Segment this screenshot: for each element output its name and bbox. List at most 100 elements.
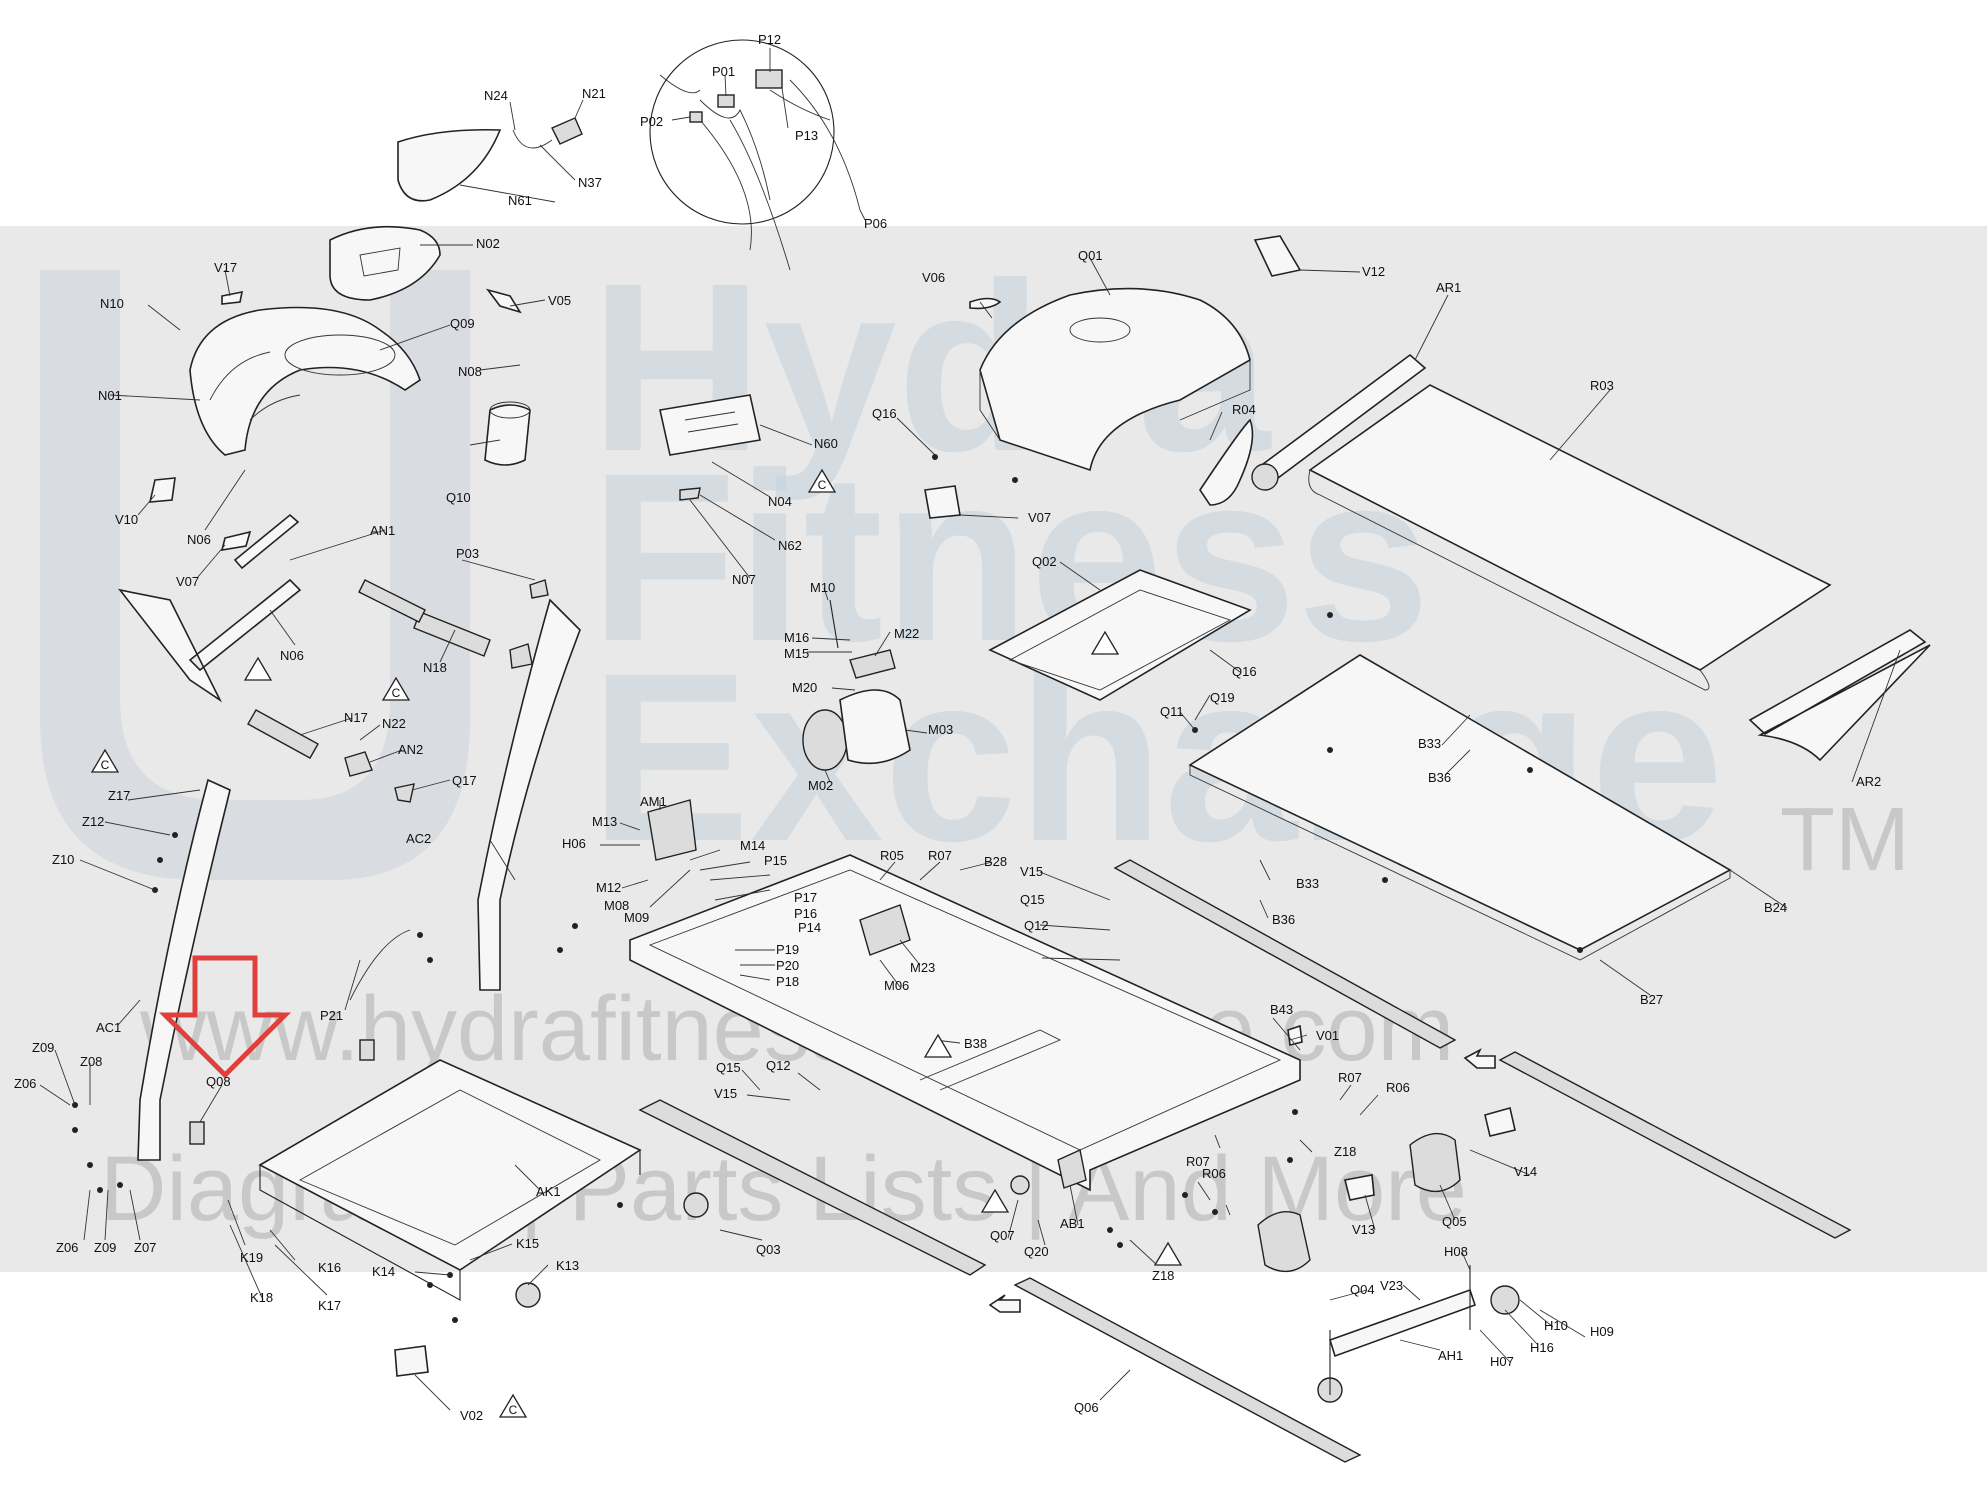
label-r03: R03: [1590, 378, 1614, 393]
label-r04: R04: [1232, 402, 1256, 417]
label-m14: M14: [740, 838, 765, 853]
connector: [359, 1039, 375, 1061]
watermark-tm: TM: [1780, 790, 1910, 890]
safety-key-clip: [512, 129, 553, 149]
label-k16: K16: [318, 1260, 341, 1275]
label-q07: Q07: [990, 1228, 1015, 1243]
deck-bottom: [1189, 765, 1731, 961]
callout-b-z18: [1153, 1241, 1183, 1266]
callout-triangles: C C C C: [90, 468, 1183, 1418]
label-q11: Q11: [1160, 704, 1184, 719]
label-q05: Q05: [1442, 1214, 1467, 1229]
label-p06: P06: [864, 216, 887, 231]
sticker-v02: [394, 1345, 429, 1377]
am1-bracket: [647, 799, 697, 861]
rear-cap-q05: [1409, 1132, 1461, 1193]
label-n24: N24: [484, 88, 508, 103]
upright-ac1: [137, 778, 231, 1161]
label-ar2: AR2: [1856, 774, 1881, 789]
motor-hood-window: [1069, 317, 1131, 343]
control-board-chip: [684, 411, 739, 433]
motor-bolt-m10: [829, 599, 839, 649]
label-m22: M22: [894, 626, 919, 641]
main-frame-inner: [648, 869, 1282, 1151]
label-n04: N04: [768, 494, 792, 509]
overlay-n61: [397, 128, 502, 202]
label-q20: Q20: [1024, 1244, 1049, 1259]
label-n01: N01: [98, 388, 122, 403]
label-b43: B43: [1270, 1002, 1293, 1017]
front-roller-pulley: [1251, 463, 1279, 491]
label-b36a: B36: [1428, 770, 1451, 785]
label-p21: P21: [320, 1008, 343, 1023]
label-z06a: Z06: [14, 1076, 36, 1091]
motor-tray-q02: [988, 569, 1252, 701]
label-n37: N37: [578, 175, 602, 190]
svg-text:C: C: [392, 686, 401, 700]
label-r05: R05: [880, 848, 904, 863]
label-p15: P15: [764, 853, 787, 868]
rear-wheel-h16: [1490, 1285, 1520, 1315]
label-v13: V13: [1352, 1222, 1375, 1237]
safety-key-n21: [551, 117, 583, 145]
label-ac2: AC2: [406, 831, 431, 846]
label-p03: P03: [456, 546, 479, 561]
label-b38: B38: [964, 1036, 987, 1051]
rail-arrow-right: [1463, 1048, 1496, 1069]
label-m20: M20: [792, 680, 817, 695]
control-board-n60: [659, 394, 761, 456]
motor-body-m03: [839, 689, 911, 765]
sticker-v13: [1344, 1174, 1375, 1201]
label-n22: N22: [382, 716, 406, 731]
wheel-right: [683, 1192, 709, 1218]
label-an1: AN1: [370, 523, 395, 538]
power-switch-p12: [755, 69, 783, 89]
label-q16b: Q16: [1232, 664, 1257, 679]
label-z09b: Z09: [94, 1240, 116, 1255]
label-p16: P16: [794, 906, 817, 921]
callout-c-left: C: [90, 748, 120, 773]
label-b36b: B36: [1272, 912, 1295, 927]
label-v02: V02: [460, 1408, 483, 1423]
label-v14: V14: [1514, 1164, 1537, 1179]
console-panel-n02: [329, 225, 441, 301]
main-frame-ab1: [629, 854, 1301, 1192]
bolts: [72, 454, 1583, 1323]
grip-n18: [413, 611, 491, 657]
label-ar1: AR1: [1436, 280, 1461, 295]
console-detail: [359, 247, 401, 277]
label-v06: V06: [922, 270, 945, 285]
label-m15: M15: [784, 646, 809, 661]
console-hole: [284, 334, 396, 376]
label-p12: P12: [758, 32, 781, 47]
label-v07a: V07: [176, 574, 199, 589]
label-n62: N62: [778, 538, 802, 553]
label-p19: P19: [776, 942, 799, 957]
label-h09: H09: [1590, 1324, 1614, 1339]
part-q08: [189, 1121, 205, 1145]
label-q16a: Q16: [872, 406, 897, 421]
label-k18: K18: [250, 1290, 273, 1305]
callout-c-handle: C: [381, 676, 411, 701]
label-z10: Z10: [52, 852, 74, 867]
label-v15b: V15: [714, 1086, 737, 1101]
label-v15a: V15: [1020, 864, 1043, 879]
drive-belt-r04: [1199, 418, 1254, 506]
console-housing-n01: [189, 306, 421, 456]
label-r06b: R06: [1202, 1166, 1226, 1181]
motor-hood-q01: [979, 287, 1251, 472]
highlight-arrow: [158, 955, 292, 1079]
wheel-k13: [515, 1282, 541, 1308]
leader-lines: [39, 48, 1901, 1411]
motor-hood-side: [979, 360, 1251, 441]
label-v07b: V07: [1028, 510, 1051, 525]
label-m13: M13: [592, 814, 617, 829]
plug-p01: [717, 94, 735, 108]
cup-holder-rim: [489, 401, 531, 419]
rear-roller-ar2: [1748, 629, 1931, 762]
watermark-logo: [40, 270, 470, 880]
label-q17: Q17: [452, 773, 477, 788]
label-q04: Q04: [1350, 1282, 1375, 1297]
rear-wheel-assembly-ah1: [1329, 1288, 1477, 1358]
label-p14: P14: [798, 920, 821, 935]
